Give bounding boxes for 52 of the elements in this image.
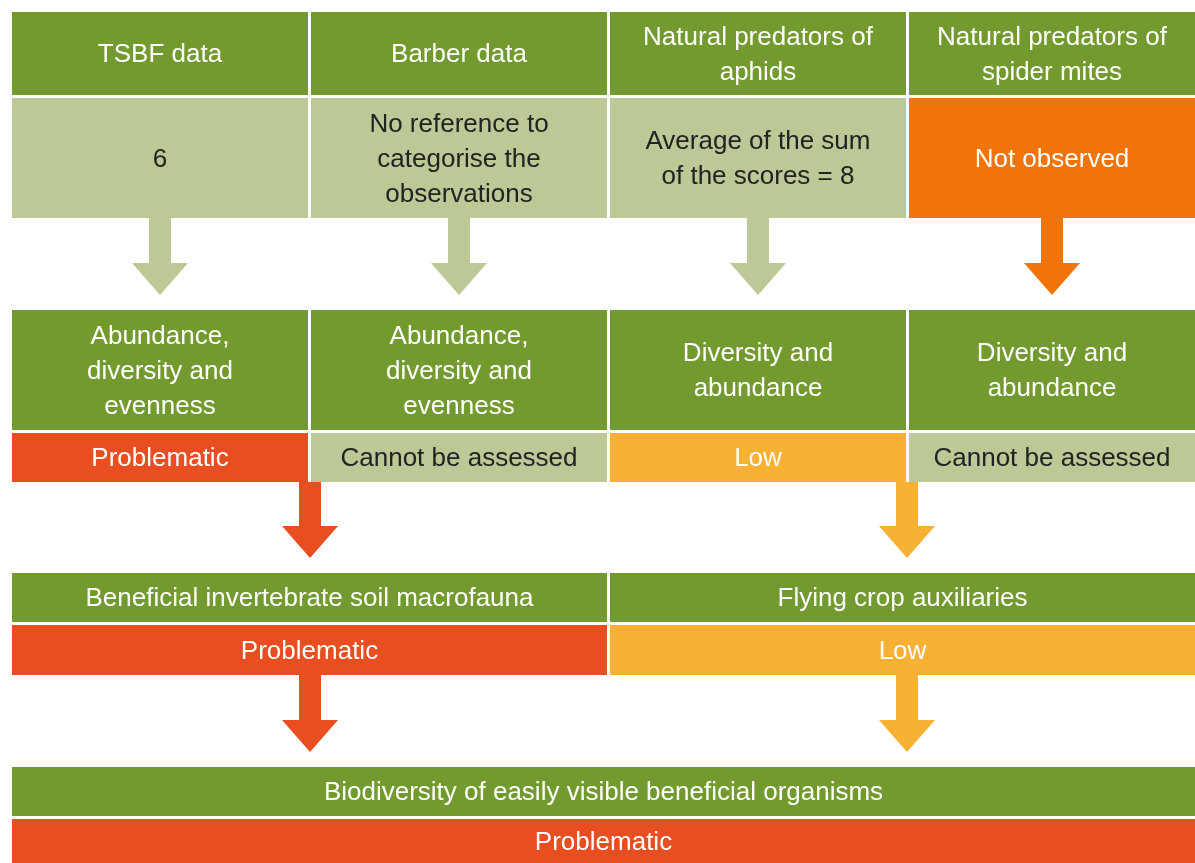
block-arrow: [879, 675, 935, 752]
cell-text: Low: [734, 441, 782, 474]
status-cell: [610, 433, 906, 482]
cell-text: Natural predators of spider mites: [937, 19, 1167, 88]
cell-text: Abundance, diversity and evenness: [385, 318, 533, 422]
cell-text: 6: [152, 141, 168, 175]
status-cell: [12, 819, 1195, 863]
block-arrow: [879, 482, 935, 558]
block-arrow: [431, 218, 487, 295]
cell-text: Cannot be assessed: [340, 441, 578, 474]
header-cell: [311, 12, 607, 95]
value-cell: [12, 98, 308, 218]
indicator-cell: [12, 573, 607, 622]
status-cell: [12, 433, 308, 482]
cell-text: Problematic: [240, 633, 379, 667]
cell-text: TSBF data: [97, 37, 223, 70]
cell-text: Cannot be assessed: [933, 441, 1171, 474]
block-arrow: [282, 675, 338, 752]
cell-text: Natural predators of aphids: [642, 19, 874, 88]
indicator-cell: [12, 767, 1195, 816]
cell-text: Not observed: [974, 141, 1130, 175]
indicator-cell: [610, 310, 906, 430]
indicator-cell: [12, 310, 308, 430]
block-arrow: [1024, 218, 1080, 295]
indicator-cell: [909, 310, 1195, 430]
indicator-cell: [311, 310, 607, 430]
cell-text: Diversity and abundance: [681, 336, 835, 404]
cell-text: Beneficial invertebrate soil macrofauna: [85, 581, 534, 614]
cell-text: Average of the sum of the scores = 8: [644, 124, 872, 192]
status-cell: [610, 625, 1195, 675]
status-cell: [12, 625, 607, 675]
cell-text: Problematic: [91, 441, 229, 474]
cell-text: Diversity and abundance: [975, 336, 1129, 404]
header-cell: [12, 12, 308, 95]
status-cell: [909, 433, 1195, 482]
header-cell: [610, 12, 906, 95]
cell-text: Low: [878, 633, 927, 667]
block-arrow: [730, 218, 786, 295]
value-cell: [311, 98, 607, 218]
value-cell: [909, 98, 1195, 218]
cell-text: Abundance, diversity and evenness: [86, 318, 234, 422]
cell-text: Flying crop auxiliaries: [777, 581, 1028, 614]
block-arrow: [132, 218, 188, 295]
value-cell: [610, 98, 906, 218]
indicator-cell: [610, 573, 1195, 622]
cell-text: No reference to categorise the observations: [368, 106, 550, 210]
status-cell: [311, 433, 607, 482]
header-cell: [909, 12, 1195, 95]
cell-text: Barber data: [391, 37, 527, 70]
cell-text: Biodiversity of easily visible beneficial organisms: [323, 775, 884, 808]
cell-text: Problematic: [534, 824, 673, 858]
block-arrow: [282, 482, 338, 558]
